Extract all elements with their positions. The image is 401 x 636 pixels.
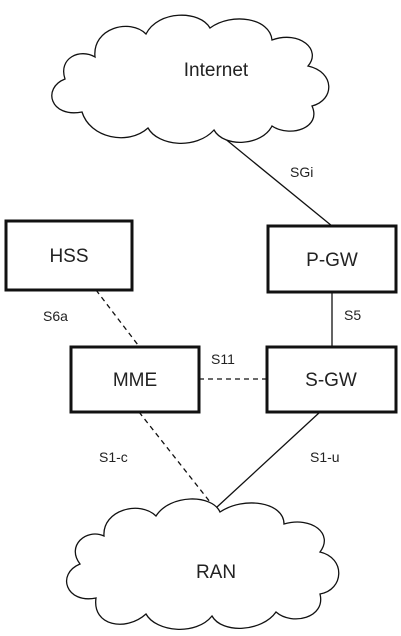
link-sgw-ran (216, 411, 321, 508)
node-label-ran: RAN (196, 562, 236, 583)
interface-label-s6a: S6a (43, 308, 68, 324)
interface-label-s1u: S1-u (310, 449, 340, 465)
hss-node: HSS (4, 219, 134, 292)
interface-label-s5: S5 (344, 307, 361, 323)
node-label-hss: HSS (49, 246, 88, 267)
interface-label-sgi: SGi (290, 164, 313, 180)
node-label-pgw: P-GW (306, 250, 358, 271)
node-label-mme: MME (113, 370, 157, 391)
node-label-sgw: S-GW (305, 370, 357, 391)
node-label-internet: Internet (184, 60, 249, 81)
link-hss-mme (95, 289, 139, 346)
interface-label-s1c: S1-c (99, 449, 128, 465)
link-internet-pgw (217, 132, 333, 227)
sgw-node: S-GW (265, 345, 398, 414)
mme-node: MME (69, 345, 201, 414)
link-mme-ran (138, 411, 215, 508)
ran-cloud: RAN (65, 498, 340, 630)
internet-cloud: Internet (51, 14, 330, 144)
pgw-node: P-GW (266, 224, 398, 294)
interface-label-s11: S11 (211, 351, 235, 367)
